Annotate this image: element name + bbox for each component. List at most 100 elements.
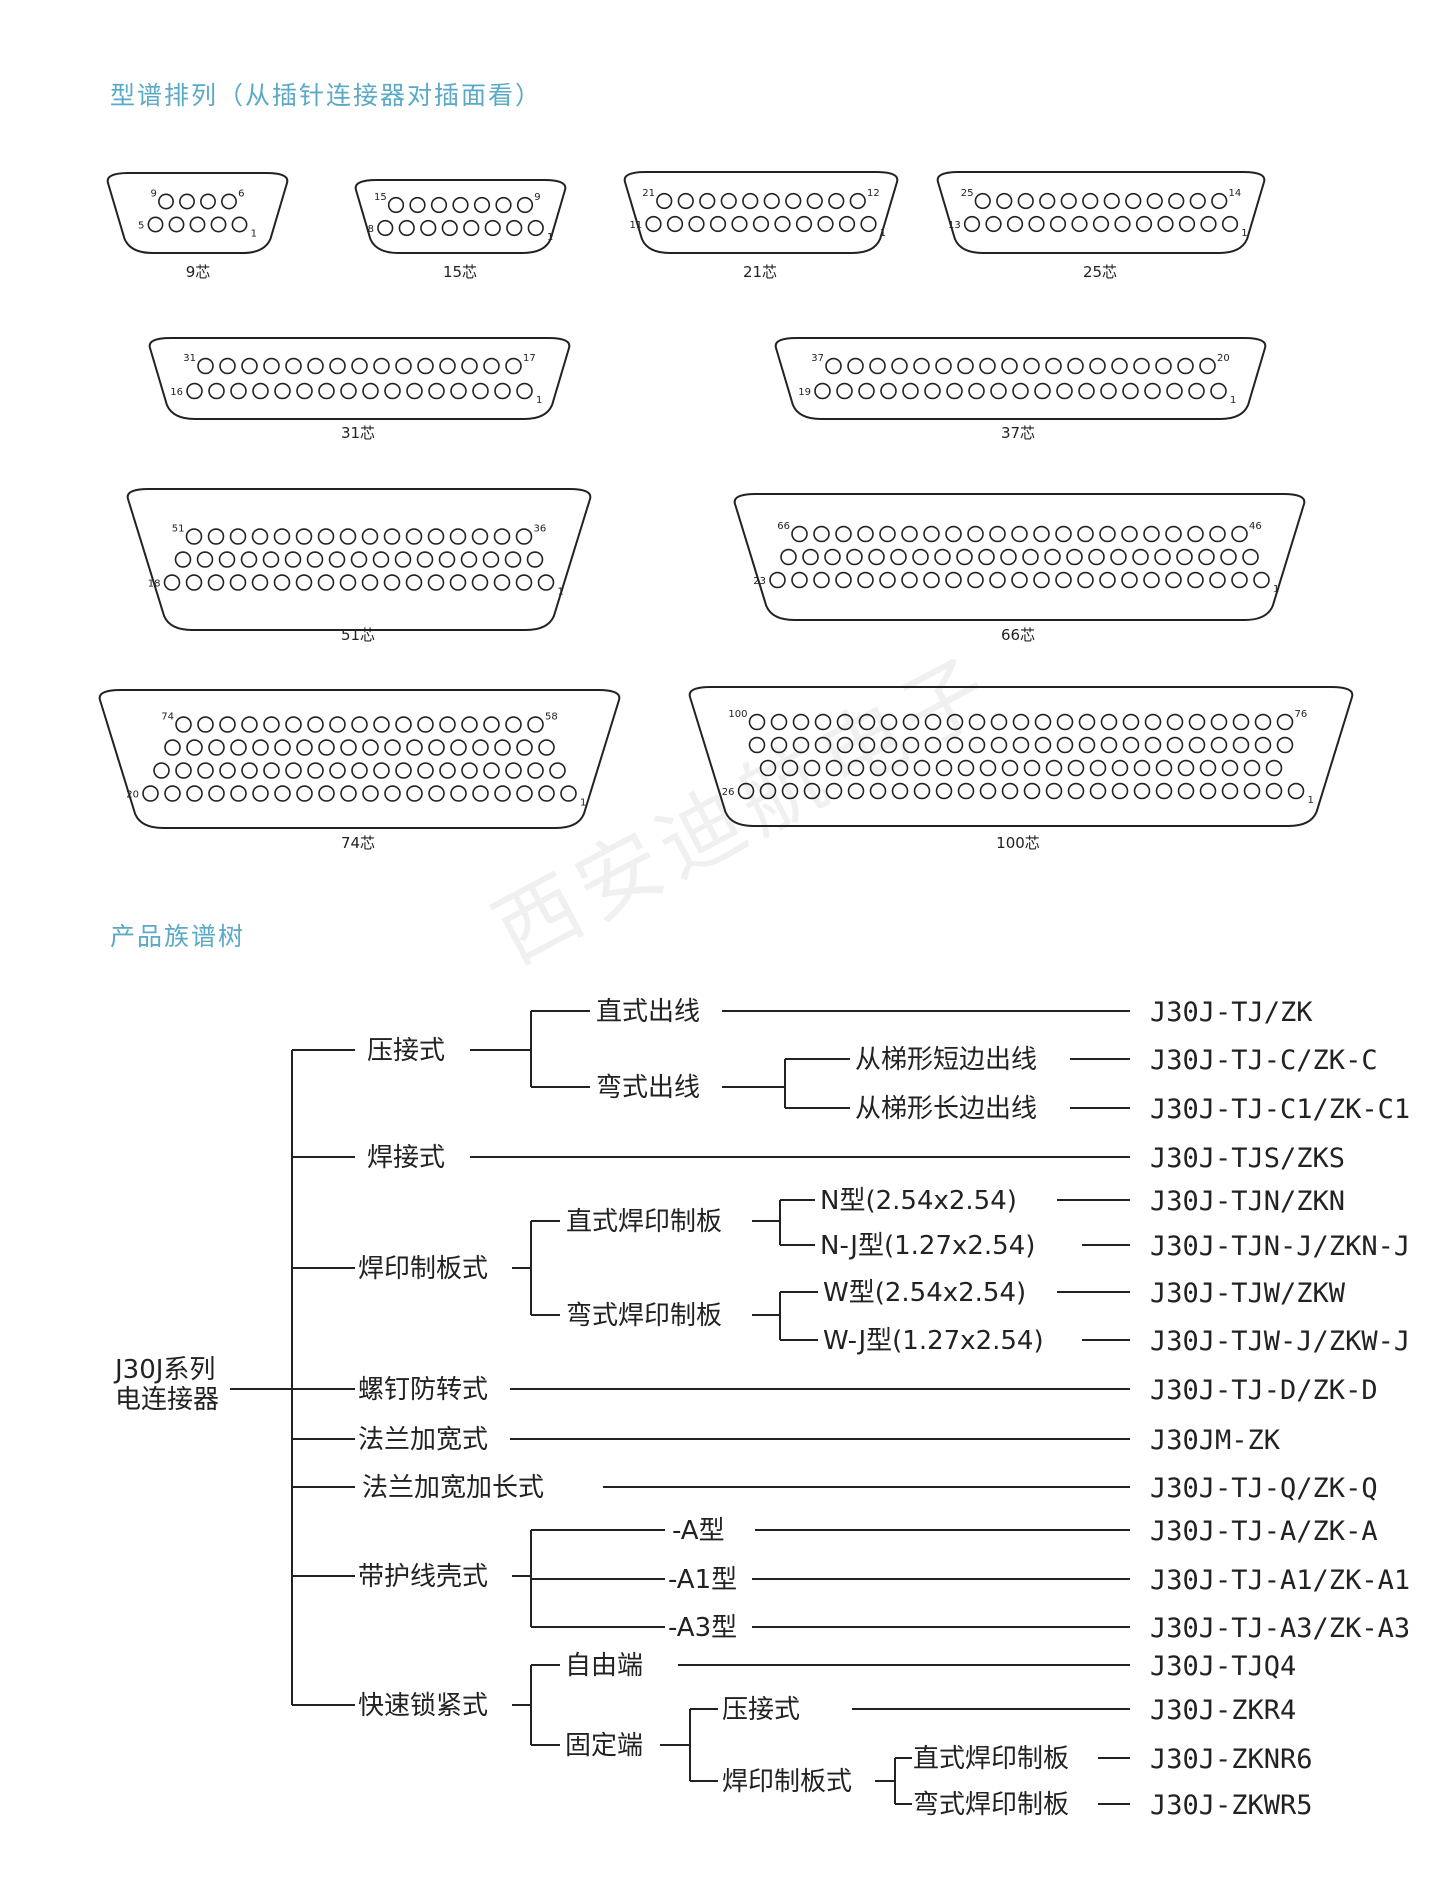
- pin-hole: [946, 713, 964, 731]
- product-code-c6: J30J-TJN-J/ZKN-J: [1150, 1231, 1410, 1262]
- pin-hole: [1055, 571, 1072, 589]
- pin-number-label: 21: [642, 188, 655, 199]
- pin-number-label: 51: [172, 524, 185, 535]
- pin-hole: [901, 525, 918, 543]
- pin-hole: [1187, 571, 1204, 589]
- pin-hole: [274, 739, 291, 756]
- pin-number-label: 26: [722, 787, 735, 798]
- tree-node-quick: 快速锁紧式: [358, 1691, 488, 1721]
- pin-number-label: 1: [1241, 228, 1247, 239]
- pin-hole: [1033, 525, 1050, 543]
- pin-hole: [384, 382, 401, 400]
- pin-hole: [1023, 357, 1040, 375]
- pin-number-label: 1: [1307, 795, 1313, 806]
- pin-hole: [1177, 357, 1194, 375]
- pin-hole: [527, 762, 544, 779]
- pin-hole: [1199, 759, 1217, 777]
- pin-hole: [1044, 548, 1061, 566]
- pin-hole: [1254, 713, 1272, 731]
- pin-hole: [164, 785, 181, 802]
- pin-hole: [495, 196, 512, 214]
- pin-hole: [813, 525, 830, 543]
- pin-hole: [251, 574, 269, 591]
- pin-hole: [759, 782, 777, 800]
- pin-hole: [285, 716, 302, 733]
- pin-hole: [1166, 382, 1183, 400]
- pin-hole: [946, 736, 964, 754]
- pin-number-label: 1: [1230, 395, 1236, 406]
- connector-caption: 37芯: [1001, 424, 1035, 442]
- pin-hole: [1100, 736, 1118, 754]
- pin-hole: [483, 357, 500, 375]
- pin-hole: [219, 716, 236, 733]
- pin-hole: [1011, 571, 1028, 589]
- pin-number-label: 1: [536, 395, 542, 406]
- pin-number-label: 36: [533, 524, 546, 535]
- pin-hole: [858, 382, 875, 400]
- pin-number-label: 16: [170, 387, 183, 398]
- pin-hole: [1188, 382, 1205, 400]
- tree-node-wj-type: W-J型(1.27x2.54): [823, 1326, 1044, 1356]
- tree-node-crimp: 压接式: [367, 1036, 445, 1066]
- pin-hole: [274, 785, 291, 802]
- pin-hole: [688, 215, 705, 233]
- pin-hole: [197, 716, 214, 733]
- pin-hole: [1056, 713, 1074, 731]
- connector-caption: 100芯: [996, 834, 1040, 852]
- pin-hole: [285, 762, 302, 779]
- pin-hole: [792, 713, 810, 731]
- pin-hole: [847, 759, 865, 777]
- pin-hole: [967, 525, 984, 543]
- tree-node-free-end: 自由端: [565, 1651, 643, 1681]
- pin-hole: [307, 762, 324, 779]
- pin-hole: [1154, 548, 1171, 566]
- pin-hole: [1077, 571, 1094, 589]
- pin-hole: [814, 382, 831, 400]
- pin-hole: [168, 216, 185, 233]
- pin-number-label: 1: [1273, 584, 1279, 595]
- pin-hole: [1028, 215, 1045, 233]
- pin-hole: [1133, 357, 1150, 375]
- pin-hole: [318, 785, 335, 802]
- pin-hole: [417, 357, 434, 375]
- pin-hole: [439, 357, 456, 375]
- pin-hole: [461, 357, 478, 375]
- pin-hole: [1242, 548, 1259, 566]
- pin-hole: [549, 762, 566, 779]
- pin-hole: [441, 219, 458, 237]
- pin-number-label: 25: [961, 188, 974, 199]
- pin-hole: [179, 193, 195, 210]
- pin-hole: [1071, 215, 1088, 233]
- tree-node-flange-wide: 法兰加宽式: [358, 1425, 488, 1455]
- pin-number-label: 19: [798, 387, 811, 398]
- pin-hole: [153, 762, 170, 779]
- pin-hole: [1111, 357, 1128, 375]
- pin-hole: [1155, 357, 1172, 375]
- pin-hole: [1039, 192, 1056, 210]
- pin-number-label: 9: [150, 189, 156, 200]
- pin-hole: [229, 574, 247, 591]
- pin-hole: [781, 759, 799, 777]
- pin-hole: [1133, 782, 1151, 800]
- tree-node-w-type: W型(2.54x2.54): [823, 1278, 1026, 1308]
- pin-hole: [230, 785, 247, 802]
- pin-number-label: 14: [1229, 188, 1242, 199]
- pin-hole: [527, 219, 544, 237]
- pin-number-label: 58: [545, 712, 558, 723]
- pin-hole: [1243, 759, 1261, 777]
- connector-shell: [106, 172, 289, 254]
- pin-number-label: 1: [251, 229, 257, 240]
- pin-hole: [361, 528, 379, 545]
- tree-node-a-type: -A型: [672, 1516, 725, 1546]
- pin-hole: [339, 528, 357, 545]
- pin-hole: [373, 716, 390, 733]
- pin-hole: [328, 551, 346, 568]
- pin-hole: [505, 716, 522, 733]
- pin-hole: [1049, 215, 1067, 233]
- pin-hole: [879, 525, 896, 543]
- pin-number-label: 76: [1294, 709, 1307, 720]
- pin-hole: [645, 215, 662, 233]
- product-code-c11: J30J-TJ-Q/ZK-Q: [1150, 1473, 1378, 1504]
